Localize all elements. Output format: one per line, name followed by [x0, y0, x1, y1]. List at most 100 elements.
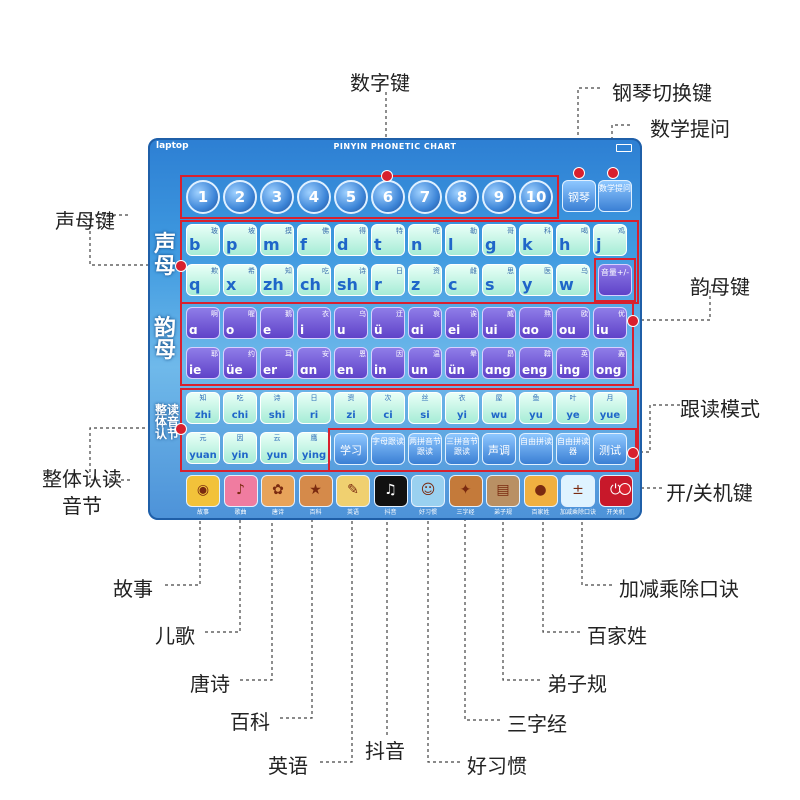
disciple-rules-button[interactable]: ▤弟子规 [486, 475, 520, 516]
douyin-button[interactable]: ♫抖音 [373, 475, 408, 516]
hundred-surnames-icon: ● [534, 482, 547, 498]
number-key[interactable]: 4 [297, 180, 331, 214]
story-icon: ◉ [196, 482, 210, 498]
mode-key[interactable]: 两拼音节跟读 [408, 433, 442, 465]
good-habits-button[interactable]: ☺好习惯 [411, 475, 445, 516]
marker-number-keys [381, 170, 393, 182]
encyclopedia-button[interactable]: ★百科 [298, 475, 333, 516]
number-key[interactable]: 9 [482, 180, 516, 214]
number-key[interactable]: 5 [334, 180, 368, 214]
math-question-key[interactable]: 数学提问 [598, 180, 632, 212]
number-key[interactable]: 3 [260, 180, 294, 214]
number-key[interactable]: 7 [408, 180, 442, 214]
volume-key[interactable]: 音量+/- [598, 264, 632, 296]
mode-key[interactable]: 声调 [482, 433, 516, 465]
mode-key[interactable]: 三拼音节跟读 [445, 433, 479, 465]
piano-key[interactable]: 钢琴 [562, 180, 596, 212]
multiplication-button[interactable]: ±加减乘除口诀 [560, 475, 596, 516]
three-char-classic-button[interactable]: ✦三字经 [448, 475, 483, 516]
number-key[interactable]: 10 [519, 180, 553, 214]
mode-key[interactable]: 测试 [593, 433, 627, 465]
mode-key[interactable]: 字母跟读 [371, 433, 405, 465]
label-douyin: 抖音 [365, 739, 405, 763]
initial-word: 医 [544, 267, 551, 275]
mode-key[interactable]: 自由拼读器 [556, 433, 590, 465]
number-key[interactable]: 1 [186, 180, 220, 214]
story-button[interactable]: ◉故事 [186, 475, 220, 516]
english-button[interactable]: ✎英语 [336, 475, 370, 516]
mode-key[interactable]: 自由拼读 [519, 433, 553, 465]
song-button[interactable]: ♪歌曲 [223, 475, 258, 516]
number-key[interactable]: 2 [223, 180, 257, 214]
mode-key[interactable]: 学习 [334, 433, 368, 465]
number-key[interactable]: 8 [445, 180, 479, 214]
hundred-surnames-button[interactable]: ● 百家姓 [523, 475, 558, 516]
tang-poetry-button[interactable]: ✿唐诗 [261, 475, 295, 516]
hundred-surnames-caption: 百家姓 [531, 509, 550, 516]
